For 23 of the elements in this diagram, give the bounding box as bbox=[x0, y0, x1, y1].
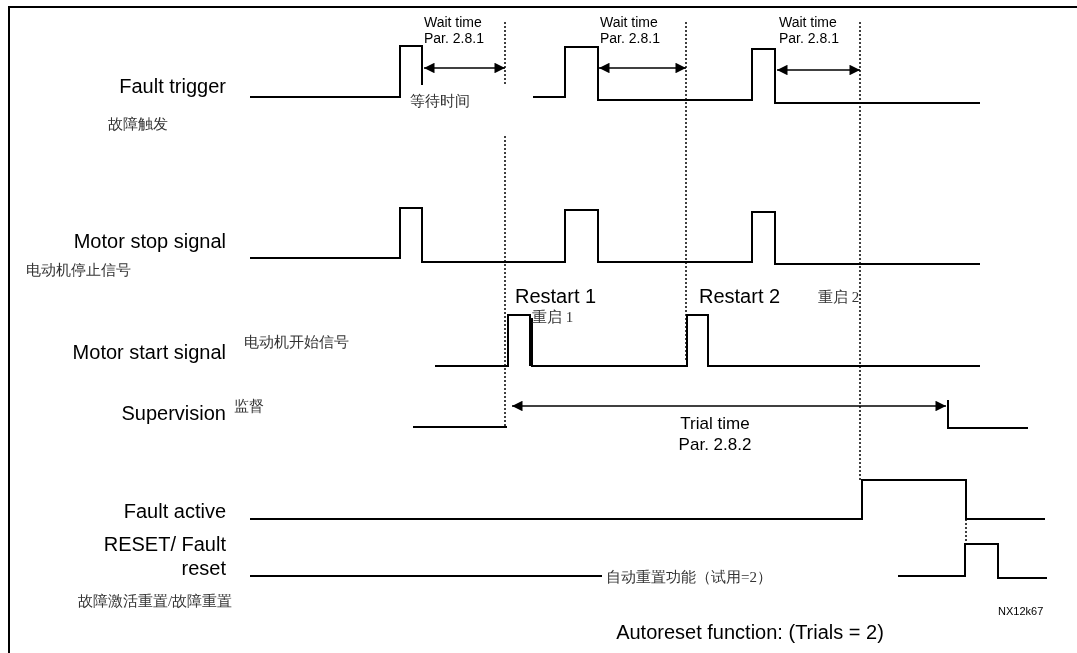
signal-name: Fault trigger bbox=[118, 74, 226, 98]
signal-caption: 电动机停止信号 bbox=[26, 261, 132, 279]
function-title: Autoreset function: (Trials = 2) bbox=[615, 620, 885, 644]
trial-time-label: Trial time Par. 2.8.2 bbox=[677, 413, 753, 455]
function-caption: 自动重置功能（试用=2） bbox=[606, 568, 773, 586]
wait-time-label: Wait time Par. 2.8.1 bbox=[779, 14, 840, 46]
restart-caption: 重启 1 bbox=[532, 308, 575, 326]
signal-name: RESET/ Fault reset bbox=[102, 532, 226, 580]
signal-caption: 电动机开始信号 bbox=[244, 333, 350, 351]
signal-name: Motor start signal bbox=[71, 340, 226, 364]
wait-time-caption: 等待时间 bbox=[410, 92, 471, 110]
figure-code: NX12k67 bbox=[998, 605, 1045, 618]
restart-label: Restart 2 bbox=[699, 284, 782, 308]
signal-caption: 故障触发 bbox=[108, 115, 169, 133]
signal-caption: 监督 bbox=[234, 397, 265, 415]
wait-time-label: Wait time Par. 2.8.1 bbox=[600, 14, 661, 46]
signal-name: Fault active bbox=[122, 499, 226, 523]
restart-label: Restart 1 bbox=[515, 284, 598, 308]
signal-caption: 故障激活重置/故障重置 bbox=[78, 592, 234, 610]
restart-caption: 重启 2 bbox=[818, 288, 858, 306]
signal-name: Motor stop signal bbox=[72, 229, 226, 253]
signal-name: Supervision bbox=[120, 401, 226, 425]
wait-time-label: Wait time Par. 2.8.1 bbox=[424, 14, 485, 46]
